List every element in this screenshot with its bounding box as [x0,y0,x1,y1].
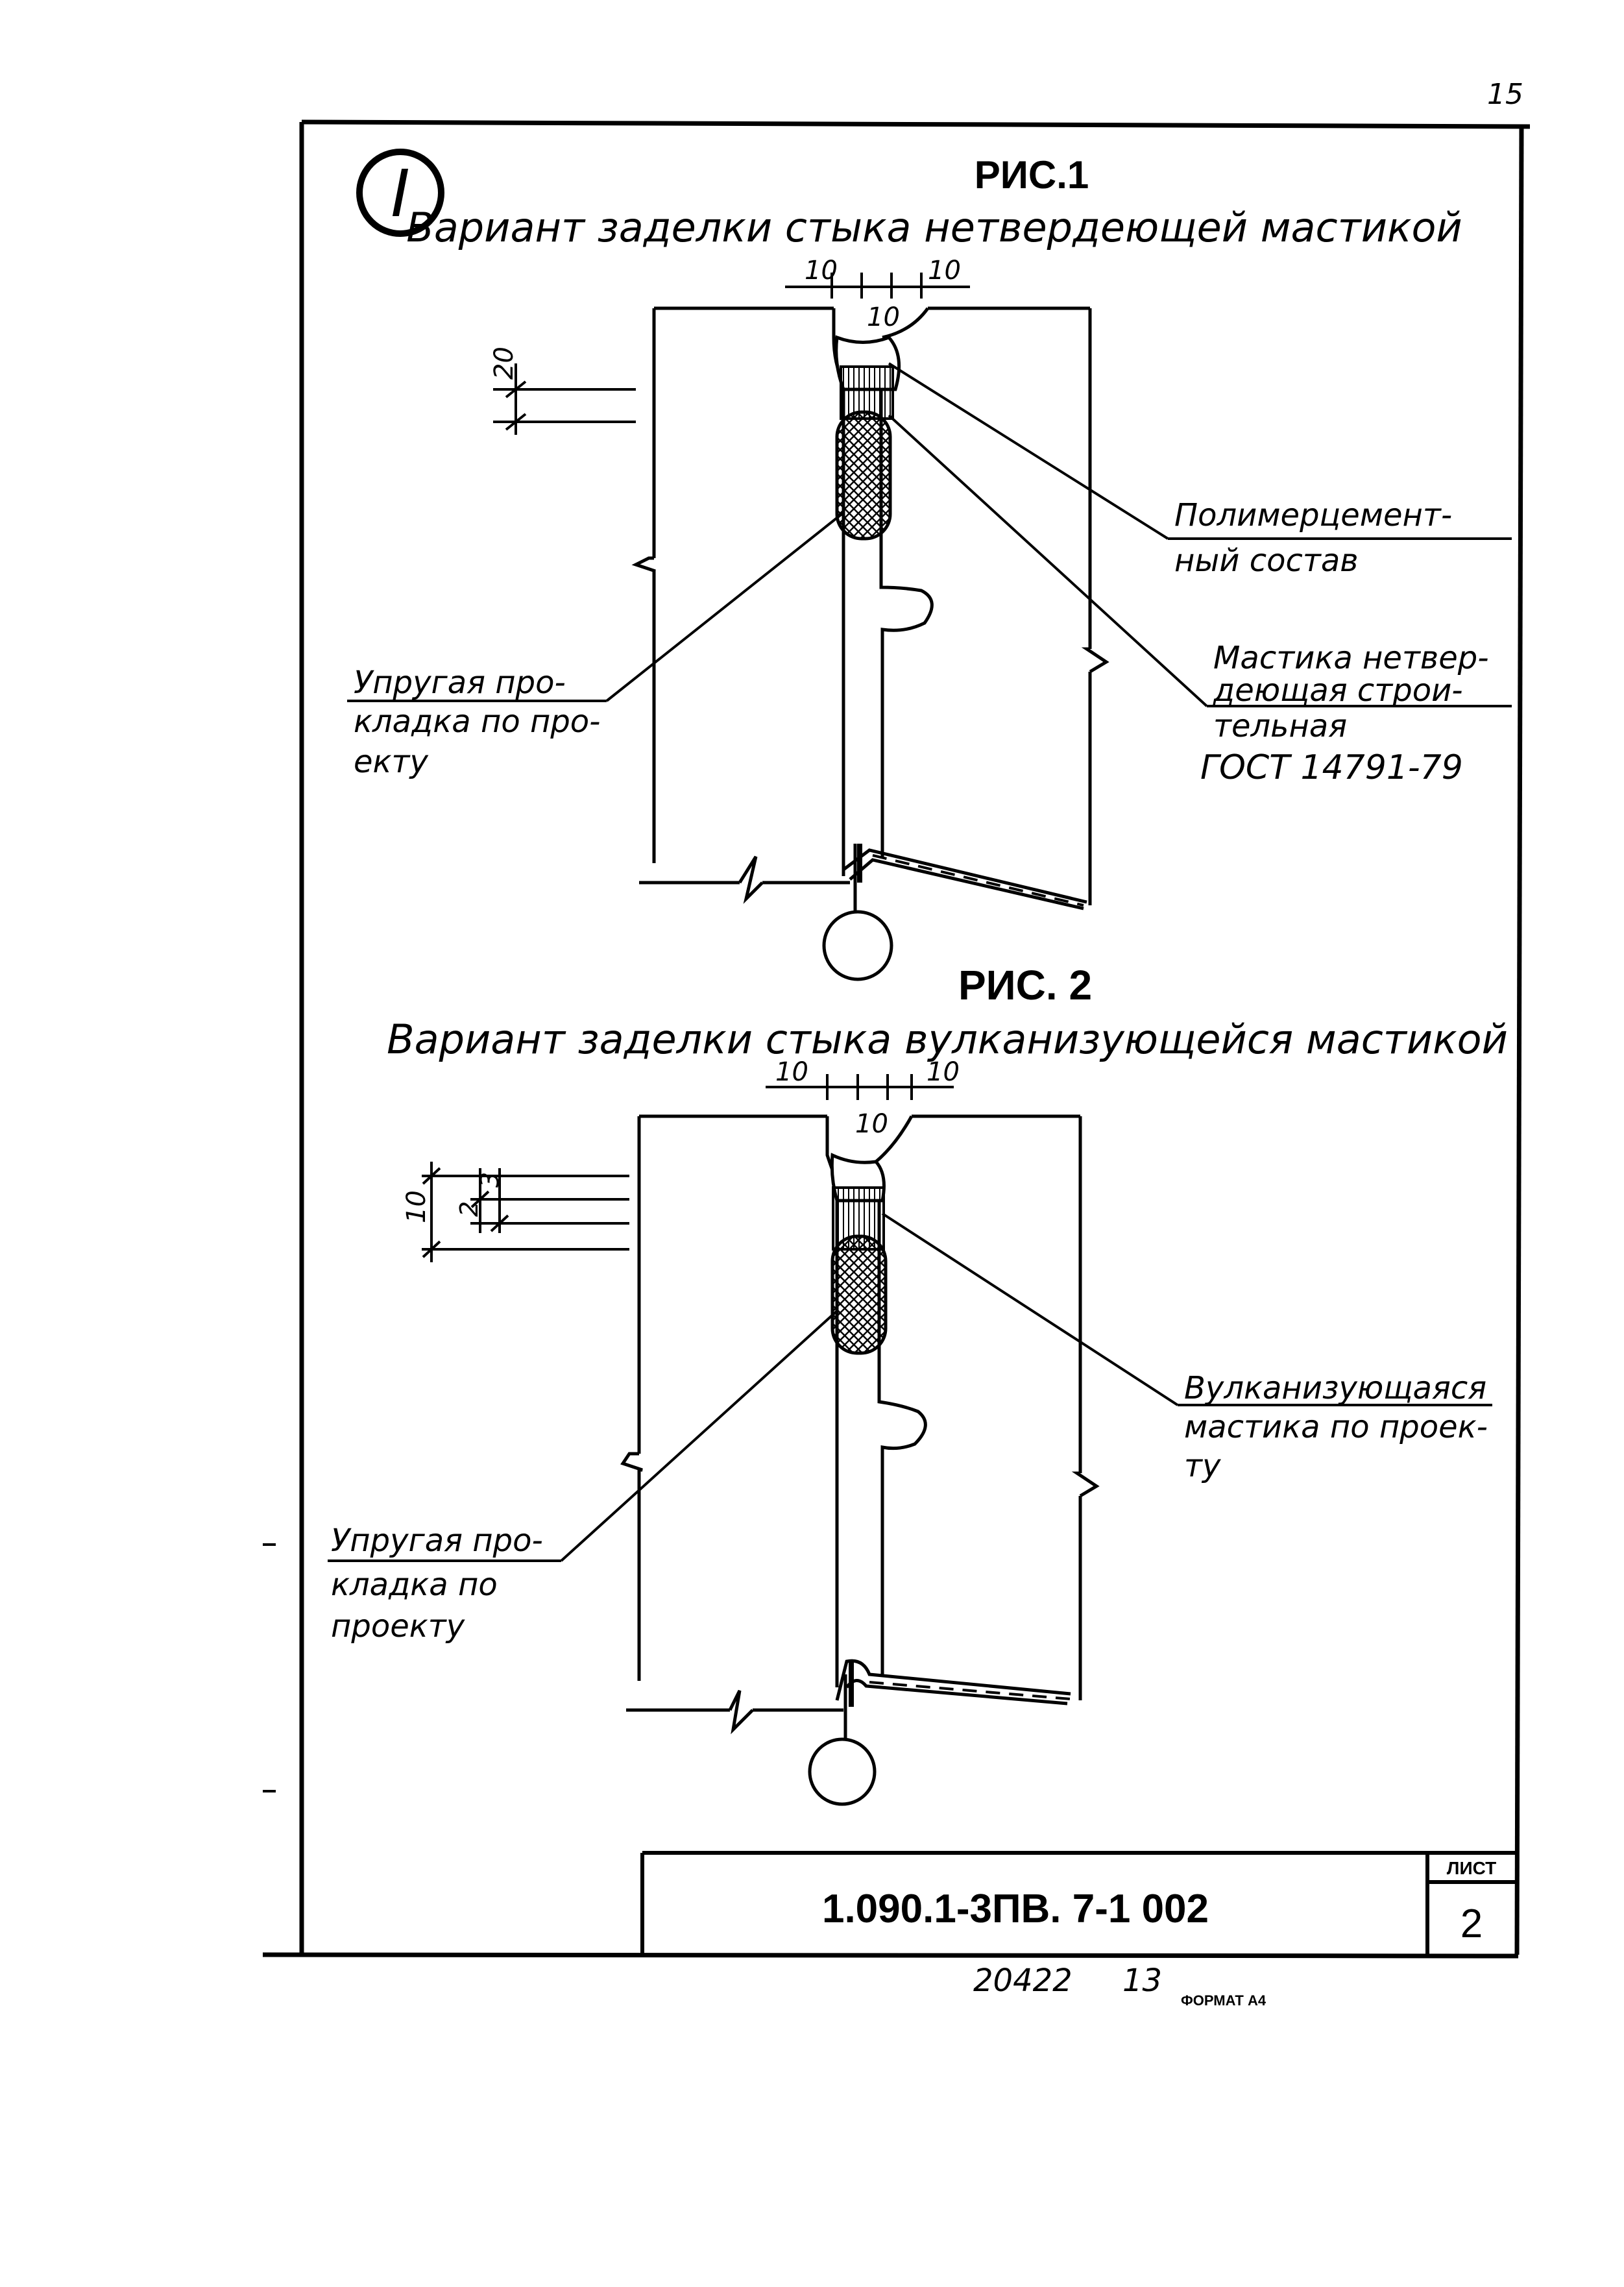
fig2-bottom-detail [835,1659,1071,1746]
fig2-title: РИС. 2 [958,962,1092,1009]
format-label: ФОРМАТ А4 [1181,1992,1266,2009]
fig2-label-gasket: Упругая про- кладка по проекту [331,1523,543,1645]
fig2-label-gasket-line3: проекту [331,1608,465,1645]
circle-mark: I [356,149,444,237]
fig1-node-circle [822,910,893,981]
footer-number: 20422 [973,1963,1073,1999]
fig2-dim-right: 10 [927,1057,960,1087]
fig2-dim-a: 2 [455,1201,483,1217]
fig2-dim-center: 10 [855,1109,888,1139]
fig1-label-gasket-line1: Упругая про- [354,665,566,701]
fig1-label-mastic: Мастика нетвер- деющая строи- тельная ГО… [1200,640,1489,787]
fig1-label-mastic-line4: ГОСТ 14791-79 [1200,748,1463,787]
fig1-label-mastic-line1: Мастика нетвер- [1213,640,1489,676]
fig2-label-vulcan-line3: ту [1184,1448,1221,1484]
sheet-label: ЛИСТ [1447,1858,1496,1878]
fig1-label-gasket: Упругая про- кладка по про- екту [354,665,600,780]
page-corner-mark: 15 [1487,78,1523,111]
fig2-node-circle [808,1737,877,1806]
title-block [640,1851,1518,1955]
sheet-frame [262,119,1531,1959]
circle-label: I [391,156,410,232]
fig2-leaders [328,1212,1492,1562]
fig1-dim-depth: 20 [489,347,519,380]
fig1-top-dimension [785,273,970,299]
figure-2: РИС. 2 Вариант заделки стыка вулканизующ… [328,962,1508,1806]
sheet-number: 2 [1460,1902,1483,1946]
fig1-label-gasket-line3: екту [354,744,428,780]
fig2-label-vulcan: Вулканизующаяся мастика по проек- ту [1184,1370,1488,1484]
fig1-label-polymer-line1: Полимерцемент- [1174,497,1452,533]
fig1-label-polymer-line2: ный состав [1174,543,1359,579]
fig2-top-dimension [766,1074,954,1100]
fig2-depth-dimension [422,1162,629,1262]
fig2-gasket [830,1234,888,1355]
fig2-label-gasket-line2: кладка по [331,1567,498,1603]
figure-1: РИС.1 Вариант заделки стыка нетвердеющей… [347,153,1512,981]
fig1-title: РИС.1 [975,153,1089,197]
fig1-bottom-detail [842,844,1087,915]
fig1-dim-left: 10 [805,256,838,286]
fig2-dim-left: 10 [775,1057,808,1087]
fig1-dim-center: 10 [867,302,900,332]
drawing-code: 1.090.1-3ПВ. 7-1 002 [822,1887,1209,1931]
footer-sub: 13 [1122,1963,1162,1999]
fig2-dim-total: 10 [402,1190,431,1223]
fig1-depth-dimension [493,363,636,435]
fig1-gasket [835,410,892,541]
fig2-dim-b: 3 [476,1172,504,1188]
fig1-leaders [347,362,1512,707]
fig1-label-mastic-line3: тельная [1213,708,1347,744]
fig2-subtitle: Вариант заделки стыка вулканизующейся ма… [387,1016,1508,1063]
fig1-label-gasket-line2: кладка по про- [354,703,600,740]
fig2-label-gasket-line1: Упругая про- [331,1523,543,1559]
fig2-label-vulcan-line1: Вулканизующаяся [1184,1370,1486,1406]
fig1-label-polymer: Полимерцемент- ный состав [1174,497,1452,579]
fig1-label-mastic-line2: деющая строи- [1213,672,1463,709]
fig1-subtitle: Вариант заделки стыка нетвердеющей масти… [406,204,1462,251]
fig2-label-vulcan-line2: мастика по проек- [1184,1409,1488,1445]
fig1-dim-right: 10 [928,256,961,286]
